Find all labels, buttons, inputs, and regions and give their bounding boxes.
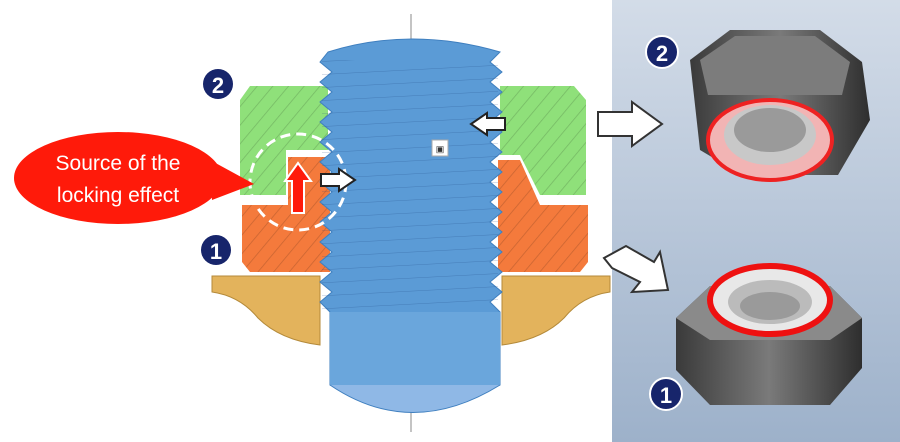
svg-text:2: 2 bbox=[212, 73, 224, 98]
small-marker bbox=[431, 139, 449, 157]
callout-line-1: Source of the bbox=[56, 152, 181, 175]
callout-line-2: locking effect bbox=[57, 184, 179, 207]
svg-text:1: 1 bbox=[660, 383, 672, 408]
svg-text:1: 1 bbox=[210, 239, 222, 264]
svg-text:2: 2 bbox=[656, 41, 668, 66]
up-force-arrow bbox=[283, 161, 313, 214]
nut-top-photo bbox=[690, 30, 870, 182]
nut-top-section bbox=[240, 86, 586, 195]
bolt: ▣ bbox=[319, 38, 503, 413]
washer-left bbox=[211, 275, 321, 346]
right-force-arrow bbox=[320, 167, 357, 193]
badge-panel-bottom: 1 bbox=[649, 377, 683, 411]
arrow-to-nut-top bbox=[597, 100, 664, 148]
nut-bottom-photo bbox=[676, 263, 862, 405]
badge-nut-top: 2 bbox=[203, 69, 233, 99]
badge-nut-bottom: 1 bbox=[201, 235, 231, 265]
badge-panel-top: 2 bbox=[645, 35, 679, 69]
svg-text:▣: ▣ bbox=[436, 144, 445, 154]
callout-bubble: Source of the locking effect bbox=[14, 132, 254, 224]
arrow-to-nut-bottom bbox=[602, 244, 670, 294]
washer-right bbox=[501, 275, 611, 346]
left-force-arrow bbox=[469, 111, 506, 137]
nut-bottom-section bbox=[242, 157, 588, 272]
